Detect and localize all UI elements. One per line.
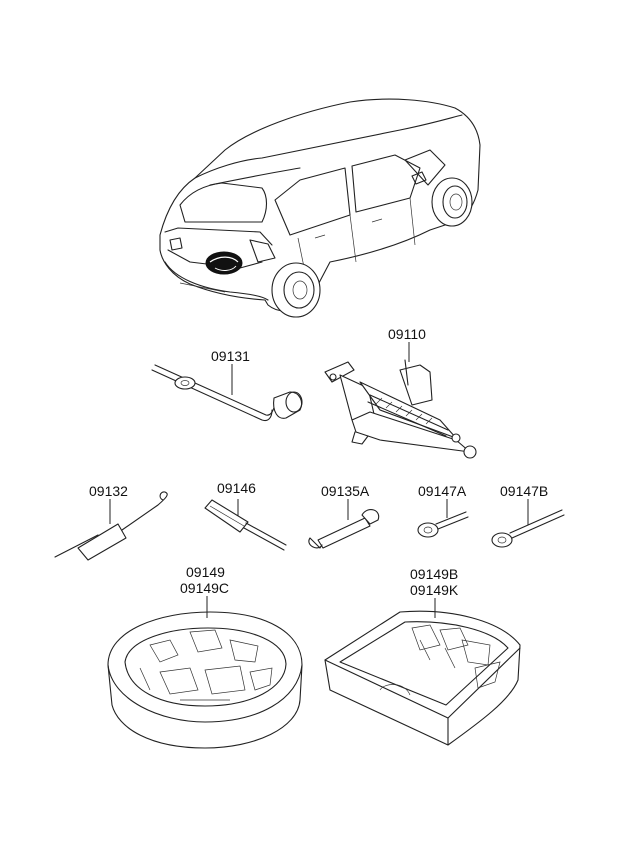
tow-hook-b-part bbox=[491, 499, 565, 548]
spanner-part bbox=[308, 499, 380, 549]
label-09149: 09149 bbox=[186, 564, 225, 580]
label-09146: 09146 bbox=[217, 480, 256, 496]
label-09131: 09131 bbox=[211, 348, 250, 364]
vehicle-illustration bbox=[159, 98, 481, 318]
label-09110: 09110 bbox=[388, 326, 426, 342]
label-09149c: 09149C bbox=[180, 580, 230, 596]
screwdriver-part bbox=[204, 499, 287, 551]
round-tool-tray-part bbox=[107, 596, 303, 749]
box-tool-tray-part bbox=[324, 598, 521, 746]
label-09147b: 09147B bbox=[500, 483, 549, 499]
jack-handle-part bbox=[151, 364, 303, 422]
label-09147a: 09147A bbox=[418, 483, 467, 499]
handle-rod-part bbox=[54, 491, 168, 561]
label-09149b: 09149B bbox=[410, 566, 459, 582]
label-09135a: 09135A bbox=[321, 483, 370, 499]
label-09132: 09132 bbox=[89, 483, 128, 499]
label-09149k: 09149K bbox=[410, 582, 459, 598]
car-jack-part bbox=[324, 342, 477, 459]
tow-hook-a-part bbox=[417, 499, 469, 538]
